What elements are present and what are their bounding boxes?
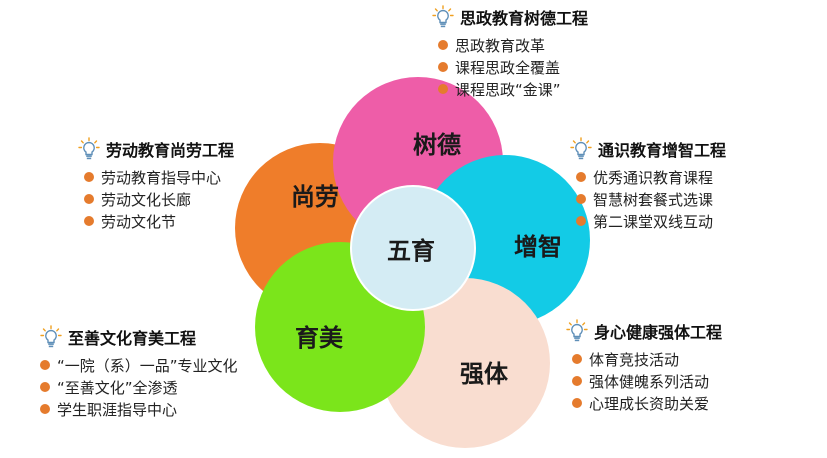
panel-shude: 思政教育树德工程 思政教育改革 课程思政全覆盖 课程思政“金课” [432, 4, 588, 100]
list-item: 学生职涯指导中心 [40, 398, 238, 420]
list-item: 劳动文化长廊 [84, 188, 234, 210]
petal-label-zengzhi: 增智 [514, 233, 562, 261]
list-item: “一院（系）一品”专业文化 [40, 354, 238, 376]
panel-head: 劳动教育尚劳工程 [78, 136, 234, 162]
panel-title: 身心健康强体工程 [594, 323, 723, 342]
bullet-dot [84, 172, 94, 182]
list-item: 思政教育改革 [438, 34, 588, 56]
list-item: 强体健魄系列活动 [572, 370, 722, 392]
list-item: 课程思政全覆盖 [438, 56, 588, 78]
lightbulb-icon [566, 319, 588, 342]
panel-title: 劳动教育尚劳工程 [106, 141, 235, 160]
bullet-dot [84, 216, 94, 226]
panel-yumei: 至善文化育美工程 “一院（系）一品”专业文化 “至善文化”全渗透 学生职涯指导中… [40, 324, 238, 420]
panel-item-list: “一院（系）一品”专业文化 “至善文化”全渗透 学生职涯指导中心 [40, 354, 238, 420]
list-item: 优秀通识教育课程 [576, 166, 726, 188]
panel-item-list: 劳动教育指导中心 劳动文化长廊 劳动文化节 [78, 166, 234, 232]
panel-item-list: 思政教育改革 课程思政全覆盖 课程思政“金课” [432, 34, 588, 100]
lightbulb-icon [40, 325, 62, 348]
panel-head: 通识教育增智工程 [570, 136, 726, 162]
list-item: 体育竞技活动 [572, 348, 722, 370]
list-item: 心理成长资助关爱 [572, 392, 722, 414]
panel-head: 思政教育树德工程 [432, 4, 588, 30]
list-item: 劳动教育指导中心 [84, 166, 234, 188]
lightbulb-icon [570, 137, 592, 160]
list-item: 第二课堂双线互动 [576, 210, 726, 232]
panel-title: 思政教育树德工程 [460, 9, 589, 28]
panel-title: 通识教育增智工程 [598, 141, 727, 160]
bullet-dot [84, 194, 94, 204]
list-item: 课程思政“金课” [438, 78, 588, 100]
bullet-dot [572, 398, 582, 408]
bullet-dot [40, 382, 50, 392]
bullet-dot [40, 404, 50, 414]
panel-title: 至善文化育美工程 [68, 329, 197, 348]
bullet-dot [438, 40, 448, 50]
panel-head: 至善文化育美工程 [40, 324, 238, 350]
bullet-dot [576, 216, 586, 226]
bullet-dot [572, 354, 582, 364]
petal-label-shude: 树德 [413, 131, 461, 159]
bullet-dot [40, 360, 50, 370]
list-item: 劳动文化节 [84, 210, 234, 232]
bullet-dot [572, 376, 582, 386]
list-item: “至善文化”全渗透 [40, 376, 238, 398]
bullet-dot [438, 84, 448, 94]
bullet-dot [576, 194, 586, 204]
bullet-dot [438, 62, 448, 72]
bullet-dot [576, 172, 586, 182]
panel-zengzhi: 通识教育增智工程 优秀通识教育课程 智慧树套餐式选课 第二课堂双线互动 [570, 136, 726, 232]
lightbulb-icon [78, 137, 100, 160]
petal-label-qiangti: 强体 [460, 360, 509, 388]
panel-shanglao: 劳动教育尚劳工程 劳动教育指导中心 劳动文化长廊 劳动文化节 [78, 136, 234, 232]
panel-head: 身心健康强体工程 [566, 318, 722, 344]
petal-label-yumei: 育美 [295, 324, 343, 352]
center-circle [350, 185, 476, 311]
center-label: 五育 [387, 237, 435, 265]
list-item: 智慧树套餐式选课 [576, 188, 726, 210]
panel-item-list: 体育竞技活动 强体健魄系列活动 心理成长资助关爱 [566, 348, 722, 414]
panel-qiangti: 身心健康强体工程 体育竞技活动 强体健魄系列活动 心理成长资助关爱 [566, 318, 722, 414]
panel-item-list: 优秀通识教育课程 智慧树套餐式选课 第二课堂双线互动 [570, 166, 726, 232]
petal-label-shanglao: 尚劳 [291, 183, 339, 211]
lightbulb-icon [432, 5, 454, 28]
